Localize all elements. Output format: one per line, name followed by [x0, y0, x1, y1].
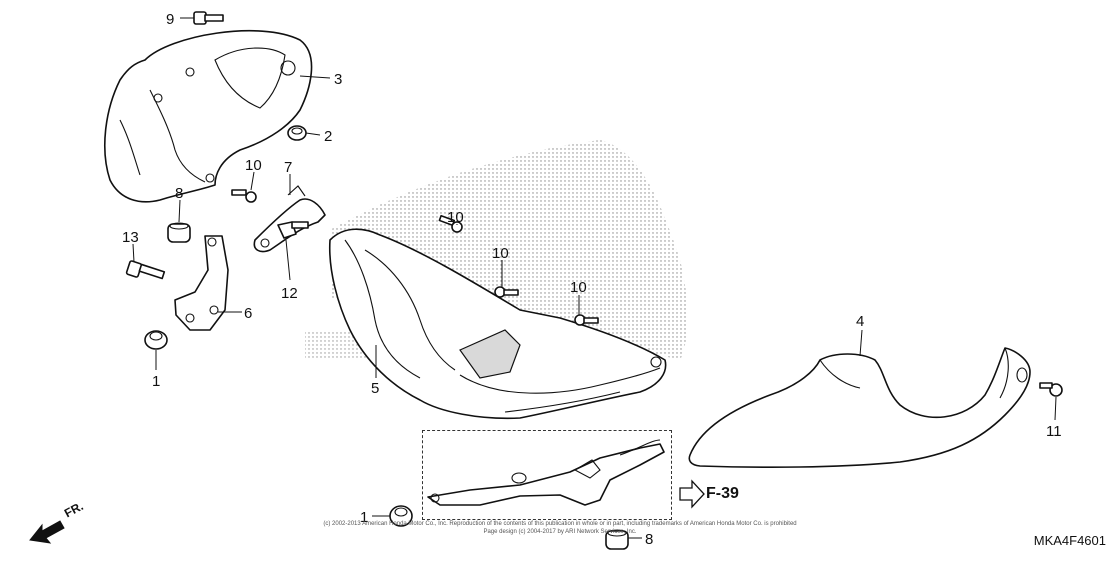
- copyright-notice: (c) 2002-2013 American Honda Motor Co., …: [300, 520, 820, 536]
- callout-10[interactable]: 10: [492, 245, 509, 262]
- part-10-screw-d[interactable]: [574, 314, 599, 326]
- leader-lines: [132, 17, 1057, 539]
- part-6-stay[interactable]: [174, 235, 229, 331]
- callout-4[interactable]: 4: [856, 313, 864, 330]
- callout-numbers: 9 3 2 10 7 8 13 6 12 1 10 10 10 5 4 11 1…: [122, 11, 1062, 548]
- diagram-code: MKA4F4601: [1033, 533, 1106, 548]
- callout-10[interactable]: 10: [570, 279, 587, 296]
- part-12-bolt[interactable]: [277, 221, 309, 239]
- callout-6[interactable]: 6: [244, 305, 252, 322]
- callout-1[interactable]: 1: [152, 373, 160, 390]
- part-11-screw[interactable]: [1039, 382, 1063, 397]
- part-13-bolt[interactable]: [125, 260, 166, 280]
- part-1-grommet-upper[interactable]: [144, 330, 168, 350]
- ref-stay-assembly[interactable]: [427, 439, 665, 506]
- callout-12[interactable]: 12: [281, 285, 298, 302]
- part-10-screw-a[interactable]: [231, 189, 257, 203]
- part-5-inner-cowl[interactable]: [328, 228, 667, 420]
- callout-10[interactable]: 10: [245, 157, 262, 174]
- callout-1[interactable]: 1: [360, 509, 368, 526]
- callout-9[interactable]: 9: [166, 11, 174, 28]
- part-2-grommet[interactable]: [287, 125, 307, 141]
- reference-dashed-box: [422, 430, 672, 520]
- part-4-under-cowl[interactable]: [688, 347, 1031, 468]
- part-7-bracket[interactable]: [253, 185, 326, 253]
- callout-8[interactable]: 8: [175, 185, 183, 202]
- reference-arrow-icon: [679, 479, 705, 509]
- copyright-line-2: Page design (c) 2004-2017 by ARI Network…: [483, 529, 637, 535]
- reference-label[interactable]: F-39: [706, 485, 739, 502]
- part-10-screw-c[interactable]: [494, 286, 519, 298]
- part-8-grommet-upper[interactable]: [167, 222, 191, 243]
- part-8-grommet-lower[interactable]: [605, 529, 629, 550]
- front-direction-arrow-icon: [29, 520, 65, 544]
- callout-5[interactable]: 5: [371, 380, 379, 397]
- callout-2[interactable]: 2: [324, 128, 332, 145]
- dotted-wing-decal: [330, 140, 688, 360]
- callout-10[interactable]: 10: [447, 209, 464, 226]
- callout-8[interactable]: 8: [645, 531, 653, 548]
- callout-13[interactable]: 13: [122, 229, 139, 246]
- part-9-bolt[interactable]: [193, 11, 224, 25]
- copyright-line-1: (c) 2002-2013 American Honda Motor Co., …: [323, 521, 797, 527]
- part-10-screw-b[interactable]: [438, 214, 463, 233]
- callout-11[interactable]: 11: [1046, 423, 1062, 440]
- part-3-upper-cover[interactable]: [104, 30, 313, 203]
- callout-3[interactable]: 3: [334, 71, 342, 88]
- callout-7[interactable]: 7: [284, 159, 292, 176]
